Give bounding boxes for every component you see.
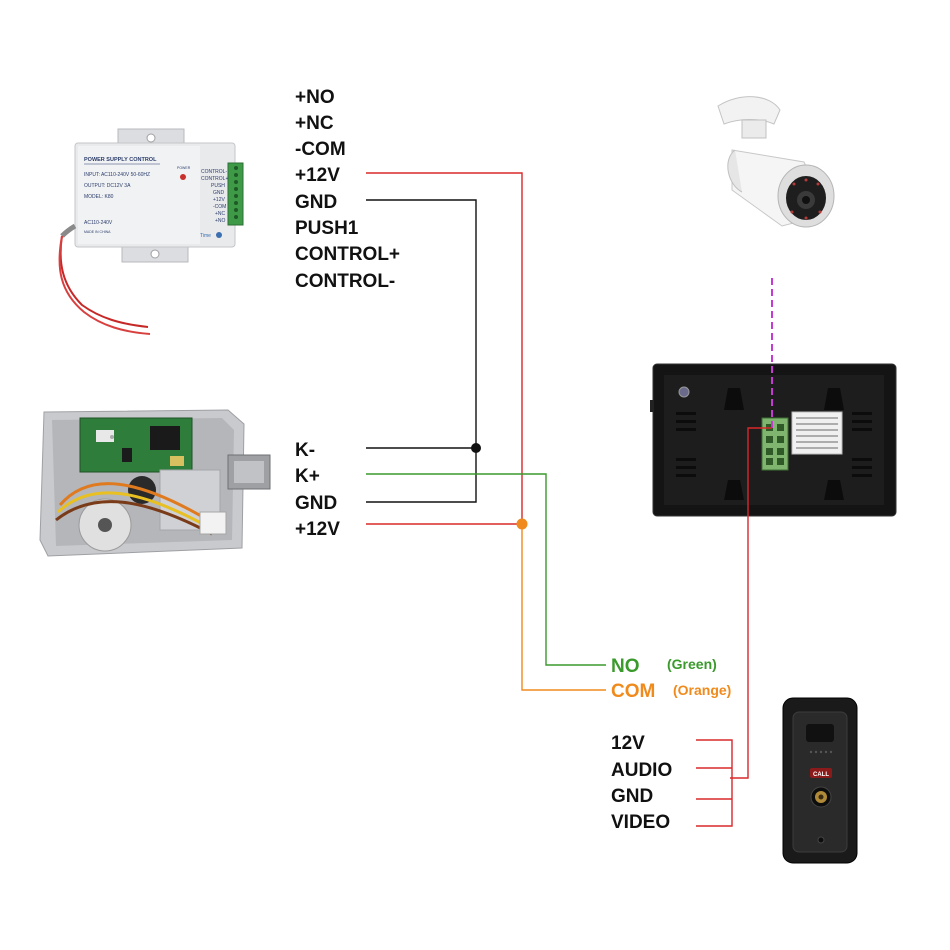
relay-no-label: NO: [611, 656, 640, 677]
outdoor-door-station: CALL: [782, 697, 858, 864]
svg-text:CONTROL-: CONTROL-: [201, 169, 227, 175]
psu-made-in: MADE IN CHINA: [84, 230, 111, 234]
svg-text:CONTROL+: CONTROL+: [201, 176, 228, 182]
outdoor-label-gnd: GND: [611, 786, 653, 807]
cctv-camera: [717, 96, 835, 228]
outdoor-bundle-wire: [696, 739, 733, 827]
relay-labels: NO (Green) COM (Orange): [611, 656, 731, 702]
call-button-label: CALL: [813, 772, 829, 778]
gnd-junction-dot: [471, 443, 481, 453]
wires: [366, 172, 773, 827]
relay-no-color-label: (Green): [667, 656, 717, 672]
lock-terminal-labels: K- K+ GND +12V: [295, 440, 340, 540]
svg-text:-COM: -COM: [213, 204, 226, 210]
psu-terminal-labels: +NO +NC -COM +12V GND PUSH1 CONTROL+ CON…: [295, 87, 400, 292]
psu-label-nc: +NC: [295, 113, 334, 134]
com-wire: [521, 524, 606, 691]
psu-label-no: +NO: [295, 87, 335, 108]
electric-lock: [39, 409, 271, 557]
psu-brand: Time: [200, 233, 211, 239]
outdoor-label-video: VIDEO: [611, 812, 670, 833]
psu-input-spec: INPUT: AC110-240V 50-60HZ: [84, 172, 150, 178]
psu-label-control-minus: CONTROL-: [295, 271, 395, 292]
lock-label-k-plus: K+: [295, 466, 320, 487]
svg-text:GND: GND: [213, 190, 225, 196]
lock-label-gnd: GND: [295, 493, 337, 514]
psu-label-12v: +12V: [295, 165, 340, 186]
outdoor-station-labels: 12V AUDIO GND VIDEO: [611, 733, 672, 833]
psu-ac-input: AC110-240V: [84, 220, 113, 226]
psu-brand-logo-icon: [216, 232, 222, 238]
monitor-outdoor-wire: [730, 427, 772, 779]
svg-text:+NO: +NO: [215, 218, 226, 224]
svg-text:PUSH: PUSH: [211, 183, 225, 189]
outdoor-label-audio: AUDIO: [611, 760, 672, 781]
lock-label-12v: +12V: [295, 519, 340, 540]
power-supply-unit: POWER SUPPLY CONTROL INPUT: AC110-240V 5…: [58, 128, 244, 335]
psu-title: POWER SUPPLY CONTROL: [84, 157, 157, 163]
gnd-wire: [366, 199, 477, 503]
relay-com-color-label: (Orange): [673, 682, 731, 698]
psu-model: MODEL: K80: [84, 194, 114, 200]
psu-power-led-label: POWER: [177, 166, 191, 170]
svg-text:+NC: +NC: [215, 211, 226, 217]
com-junction-dot: [516, 518, 528, 530]
relay-com-label: COM: [611, 681, 655, 702]
psu-12v-wire: [366, 172, 523, 524]
psu-label-control-plus: CONTROL+: [295, 244, 400, 265]
psu-terminal-print: CONTROL- CONTROL+ PUSH GND +12V -COM +NC…: [201, 169, 228, 224]
outdoor-label-12v: 12V: [611, 733, 645, 754]
k-plus-no-wire: [366, 473, 606, 666]
call-button: [810, 768, 832, 778]
psu-output-spec: OUTPUT: DC12V 3A: [84, 183, 131, 189]
psu-label-gnd: GND: [295, 192, 337, 213]
psu-label-com: -COM: [295, 139, 346, 160]
psu-label-push1: PUSH1: [295, 218, 359, 239]
svg-text:+12V: +12V: [213, 197, 225, 203]
lock-label-k-minus: K-: [295, 440, 315, 461]
indoor-monitor: [650, 363, 897, 517]
